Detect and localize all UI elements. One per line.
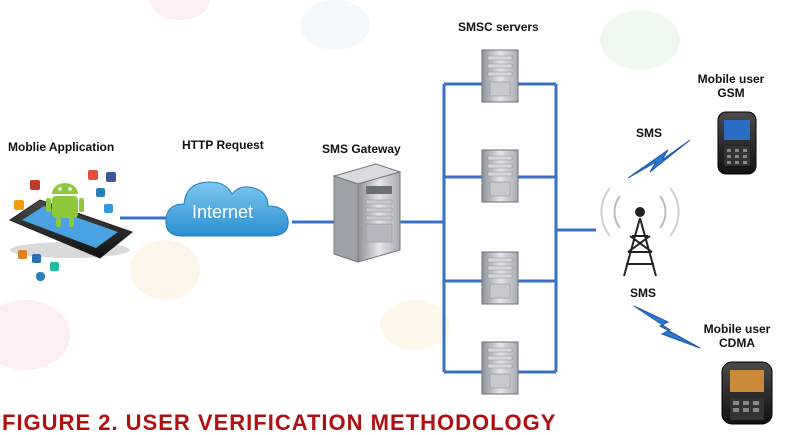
smsc-server-icon-3 bbox=[481, 251, 519, 305]
mobile-application-label: Moblie Application bbox=[8, 140, 115, 154]
mobile-user-cdma-line2: CDMA bbox=[719, 336, 755, 350]
mobile-user-gsm-label: Mobile user GSM bbox=[686, 72, 776, 100]
smsc-server-icon-1 bbox=[481, 49, 519, 103]
sms-gateway-label: SMS Gateway bbox=[322, 142, 401, 156]
sms-bottom-label: SMS bbox=[630, 286, 657, 300]
android-robot-icon bbox=[46, 183, 84, 227]
app-icon bbox=[104, 204, 113, 213]
smsc-servers-label: SMSC servers bbox=[458, 20, 539, 34]
sms-gateway-server-icon bbox=[332, 163, 402, 263]
background-decoration bbox=[600, 10, 680, 70]
app-icon bbox=[88, 170, 98, 180]
app-icon bbox=[96, 188, 105, 197]
mobile-user-cdma-label: Mobile user CDMA bbox=[692, 322, 782, 350]
background-decoration bbox=[130, 240, 200, 300]
cdma-phone-icon bbox=[721, 361, 773, 425]
background-decoration bbox=[300, 0, 370, 50]
gsm-phone-icon bbox=[717, 111, 757, 175]
mobile-user-cdma-line1: Mobile user bbox=[703, 322, 771, 336]
facebook-icon bbox=[106, 172, 116, 182]
sms-lightning-bottom-icon bbox=[633, 305, 701, 349]
background-decoration bbox=[150, 0, 210, 20]
sms-top-label: SMS bbox=[636, 126, 663, 140]
app-icon bbox=[32, 254, 41, 263]
app-icon bbox=[18, 250, 27, 259]
sms-lightning-top-icon bbox=[627, 139, 691, 179]
app-icon bbox=[30, 180, 40, 190]
figure-caption: Figure 2. User verification Methodology bbox=[2, 410, 557, 435]
background-decoration bbox=[380, 300, 450, 350]
app-icon bbox=[36, 272, 45, 281]
app-icon bbox=[50, 262, 59, 271]
internet-cloud-icon bbox=[165, 181, 289, 237]
mobile-user-gsm-line1: Mobile user bbox=[697, 72, 765, 86]
http-request-label: HTTP Request bbox=[182, 138, 264, 152]
internet-label: Internet bbox=[192, 202, 254, 222]
mobile-user-gsm-line2: GSM bbox=[717, 86, 745, 100]
smsc-server-icon-4 bbox=[481, 341, 519, 395]
radio-tower-icon bbox=[600, 187, 680, 277]
smsc-server-icon-2 bbox=[481, 149, 519, 203]
mobile-application-icon bbox=[8, 170, 134, 281]
app-icon bbox=[14, 200, 24, 210]
background-decoration bbox=[0, 300, 70, 370]
